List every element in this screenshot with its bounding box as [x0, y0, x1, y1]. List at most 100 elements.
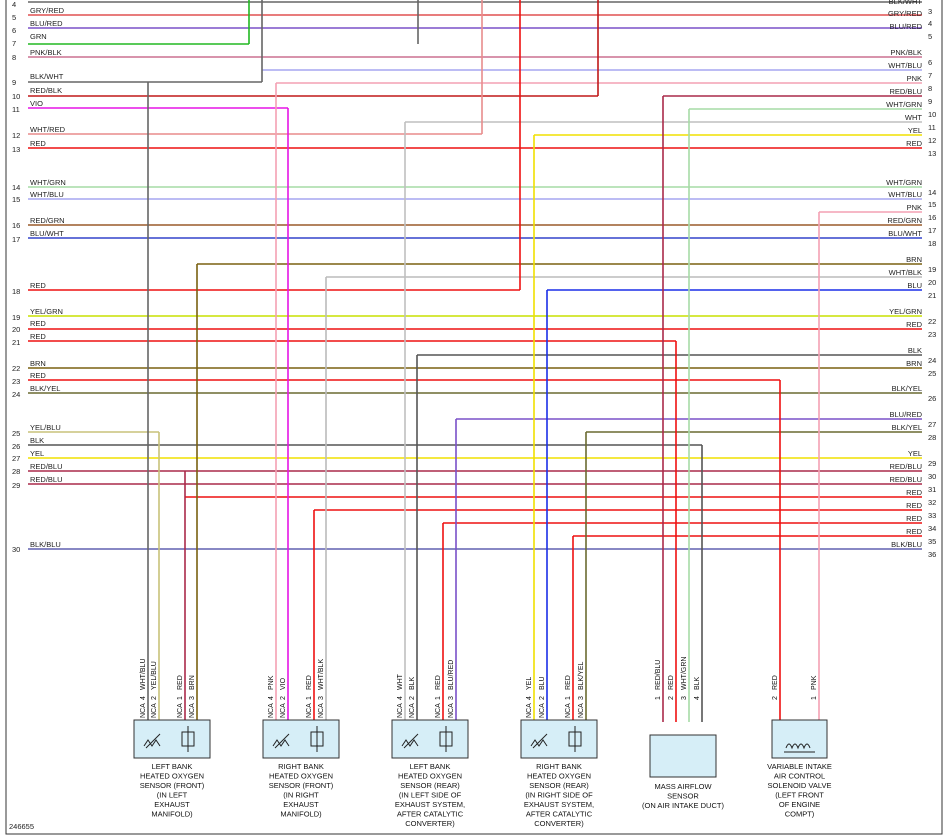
- component-label: MANIFOLD): [151, 810, 193, 819]
- nca-label: NCA: [565, 703, 572, 718]
- sensor-icon: [401, 739, 419, 747]
- component-label: EXHAUST SYSTEM,: [524, 800, 594, 809]
- svg-text:NCA: NCA: [409, 703, 416, 718]
- wire-layer: [28, 0, 922, 722]
- pin-number-right: 5: [928, 32, 932, 41]
- svg-text:YEL: YEL: [526, 677, 533, 690]
- pin-number-right: 11: [928, 123, 936, 132]
- wire-label-left: BLK/WHT: [30, 72, 64, 81]
- svg-text:NCA: NCA: [397, 703, 404, 718]
- pin-number-right: 21: [928, 291, 936, 300]
- svg-text:PNK: PNK: [811, 675, 818, 690]
- wire-label-left: BLK/WHT: [30, 0, 64, 2]
- pin-number-right: 33: [928, 511, 936, 520]
- svg-text:NCA: NCA: [539, 703, 546, 718]
- svg-text:1: 1: [435, 696, 442, 700]
- svg-text:2: 2: [668, 696, 675, 700]
- component-label: (IN LEFT: [157, 791, 188, 800]
- wire-label-right: RED: [906, 527, 922, 536]
- nca-label: NCA: [306, 703, 313, 718]
- pin-number-right: 36: [928, 550, 936, 559]
- nca-label: NCA: [539, 703, 546, 718]
- nca-label: NCA: [435, 703, 442, 718]
- wire-label-left: RED: [30, 371, 46, 380]
- component-label: AFTER CATALYTIC: [397, 810, 464, 819]
- wire-label-right: RED/GRN: [887, 216, 922, 225]
- pin-number-right: 35: [928, 537, 936, 546]
- label-layer: 4WHT/BLUNCA2YEL/BLUNCA1REDNCA3BRNNCA4PNK…: [12, 0, 936, 718]
- wire-label-left: BLU/WHT: [30, 229, 64, 238]
- svg-text:VIO: VIO: [280, 677, 287, 690]
- wire-label-right: BLK/YEL: [892, 384, 922, 393]
- wire-label-left: RED/BLU: [30, 462, 63, 471]
- pin-number-right: 34: [928, 524, 936, 533]
- wire-label-right: BLK/BLU: [891, 540, 922, 549]
- svg-text:1: 1: [655, 696, 662, 700]
- svg-text:NCA: NCA: [151, 703, 158, 718]
- pin-number-left: 22: [12, 364, 20, 373]
- svg-text:BLK: BLK: [694, 676, 701, 690]
- wire-label-left: WHT/GRN: [30, 178, 66, 187]
- pin-number-right: 23: [928, 330, 936, 339]
- diagram-border: [5, 0, 943, 835]
- svg-text:NCA: NCA: [435, 703, 442, 718]
- pin-number-right: 14: [928, 188, 936, 197]
- pin-number-right: 31: [928, 485, 936, 494]
- wire-label-left: VIO: [30, 99, 43, 108]
- pin-number-left: 19: [12, 313, 20, 322]
- wire-label-left: RED/BLK: [30, 86, 62, 95]
- component-label: AFTER CATALYTIC: [526, 810, 593, 819]
- svg-text:BLU/RED: BLU/RED: [448, 660, 455, 690]
- wire-label-left: BLU/RED: [30, 19, 63, 28]
- nca-label: NCA: [268, 703, 275, 718]
- wire-label-right: WHT/BLU: [888, 190, 922, 199]
- pin-number-right: 16: [928, 213, 936, 222]
- svg-text:RED: RED: [772, 675, 779, 690]
- wire-label-right: PNK: [907, 203, 922, 212]
- nca-label: NCA: [526, 703, 533, 718]
- wire-label-left: RED/GRN: [30, 216, 65, 225]
- component-label: SENSOR (REAR): [400, 781, 460, 790]
- svg-text:BRN: BRN: [189, 675, 196, 690]
- wire-label-left: RED/BLU: [30, 475, 63, 484]
- nca-label: NCA: [409, 703, 416, 718]
- wire-label-right: RED: [906, 139, 922, 148]
- svg-text:WHT/GRN: WHT/GRN: [681, 657, 688, 690]
- wire-label-right: BLU/RED: [889, 410, 922, 419]
- svg-text:RED: RED: [306, 675, 313, 690]
- pin-number-left: 30: [12, 545, 20, 554]
- pin-number-left: 14: [12, 183, 20, 192]
- wire-label-right: BLK: [908, 346, 922, 355]
- nca-label: NCA: [397, 703, 404, 718]
- pin-number-left: 10: [12, 92, 20, 101]
- component-label: MANIFOLD): [280, 810, 322, 819]
- component-label: CONVERTER): [405, 819, 455, 828]
- wire-label-right: WHT/GRN: [886, 178, 922, 187]
- svg-text:2: 2: [151, 696, 158, 700]
- pin-number-right: 4: [928, 19, 932, 28]
- pin-number-left: 7: [12, 39, 16, 48]
- component-label: HEATED OXYGEN: [398, 772, 462, 781]
- component-label: RIGHT BANK: [278, 762, 324, 771]
- pin-number-left: 5: [12, 13, 16, 22]
- svg-text:2: 2: [539, 696, 546, 700]
- svg-text:4: 4: [397, 696, 404, 700]
- component-label: (IN RIGHT: [283, 791, 319, 800]
- pin-number-left: 24: [12, 390, 20, 399]
- svg-text:NCA: NCA: [565, 703, 572, 718]
- pin-number-left: 6: [12, 26, 16, 35]
- component-label: COMPT): [785, 810, 815, 819]
